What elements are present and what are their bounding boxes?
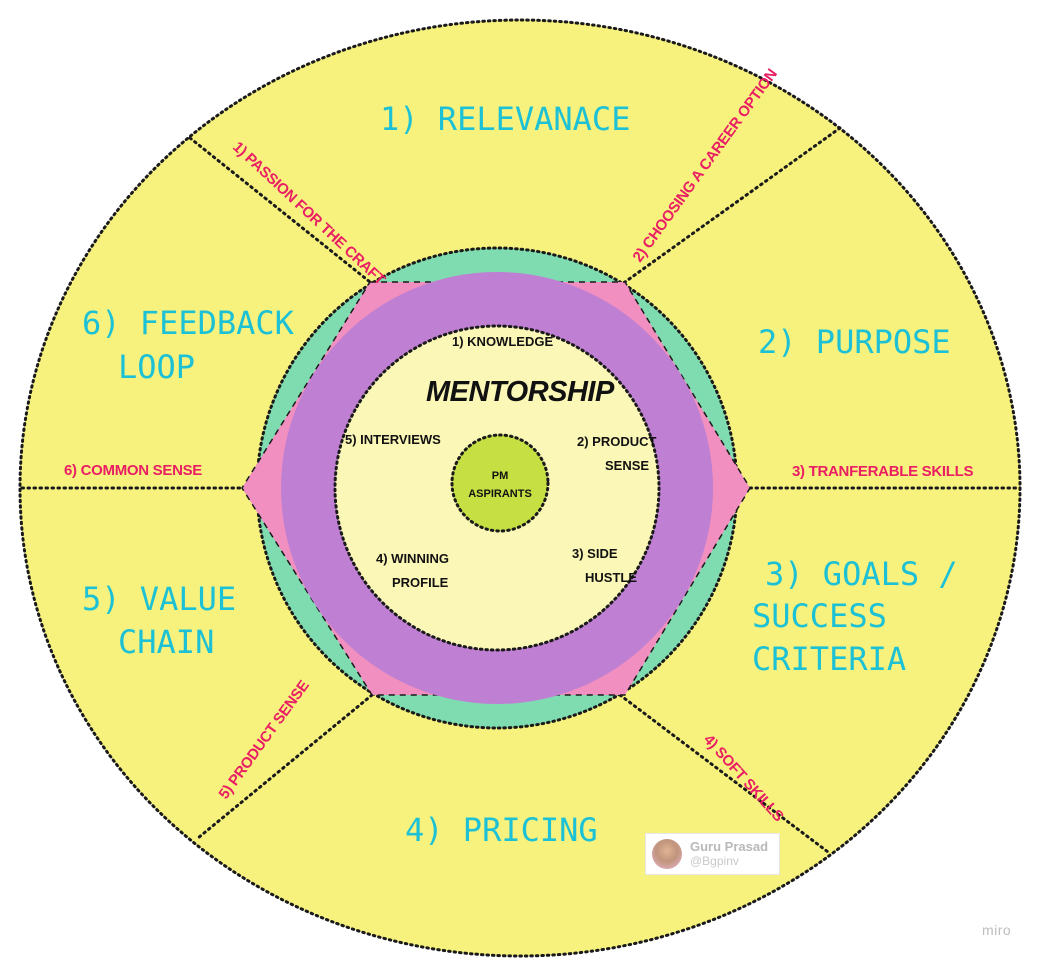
core-item-interviews: 5) INTERVIEWS	[345, 432, 441, 447]
miro-watermark: miro	[982, 922, 1012, 938]
author-badge: Guru Prasad @Bgpinv	[645, 833, 780, 875]
author-info: Guru Prasad @Bgpinv	[690, 839, 768, 869]
section-label-goals-line2: SUCCESS	[752, 597, 887, 635]
section-label-value-chain-line1: 5) VALUE	[82, 580, 236, 618]
divider-bottom-right	[618, 693, 830, 854]
section-label-feedback-line2: LOOP	[118, 348, 195, 386]
section-label-value-chain-line2: CHAIN	[118, 623, 214, 661]
center-label-line1: PM	[492, 470, 509, 482]
author-handle: @Bgpinv	[690, 854, 739, 868]
section-dividers	[20, 126, 1022, 854]
author-name: Guru Prasad	[690, 839, 769, 854]
divider-label-transferable: 3) TRANFERABLE SKILLS	[792, 463, 973, 480]
avatar	[652, 839, 682, 869]
section-label-goals-line1: 3) GOALS /	[765, 555, 958, 593]
divider-bottom-left	[196, 693, 374, 840]
section-label-purpose: 2) PURPOSE	[758, 323, 951, 361]
section-label-relevance: 1) RELEVANACE	[380, 100, 630, 138]
section-label-feedback-line1: 6) FEEDBACK	[82, 304, 295, 342]
core-item-product-sense-line1: 2) PRODUCT	[577, 434, 657, 449]
center-circle	[450, 433, 550, 533]
core-title: MENTORSHIP	[426, 376, 615, 408]
section-label-pricing: 4) PRICING	[405, 811, 598, 849]
divider-label-common-sense: 6) COMMON SENSE	[64, 462, 202, 479]
section-label-goals-line3: CRITERIA	[752, 640, 906, 678]
core-item-product-sense-line2: SENSE	[605, 458, 649, 473]
core-item-winning-profile-line1: 4) WINNING	[376, 551, 449, 566]
core-item-knowledge: 1) KNOWLEDGE	[452, 334, 553, 349]
divider-top-right	[623, 126, 842, 284]
core-item-side-hustle-line1: 3) SIDE	[572, 546, 618, 561]
center-label-line2: ASPIRANTS	[468, 488, 532, 500]
divider-top-left	[188, 136, 372, 284]
core-item-side-hustle-line2: HUSTLE	[585, 570, 637, 585]
core-item-winning-profile-line2: PROFILE	[392, 575, 449, 590]
